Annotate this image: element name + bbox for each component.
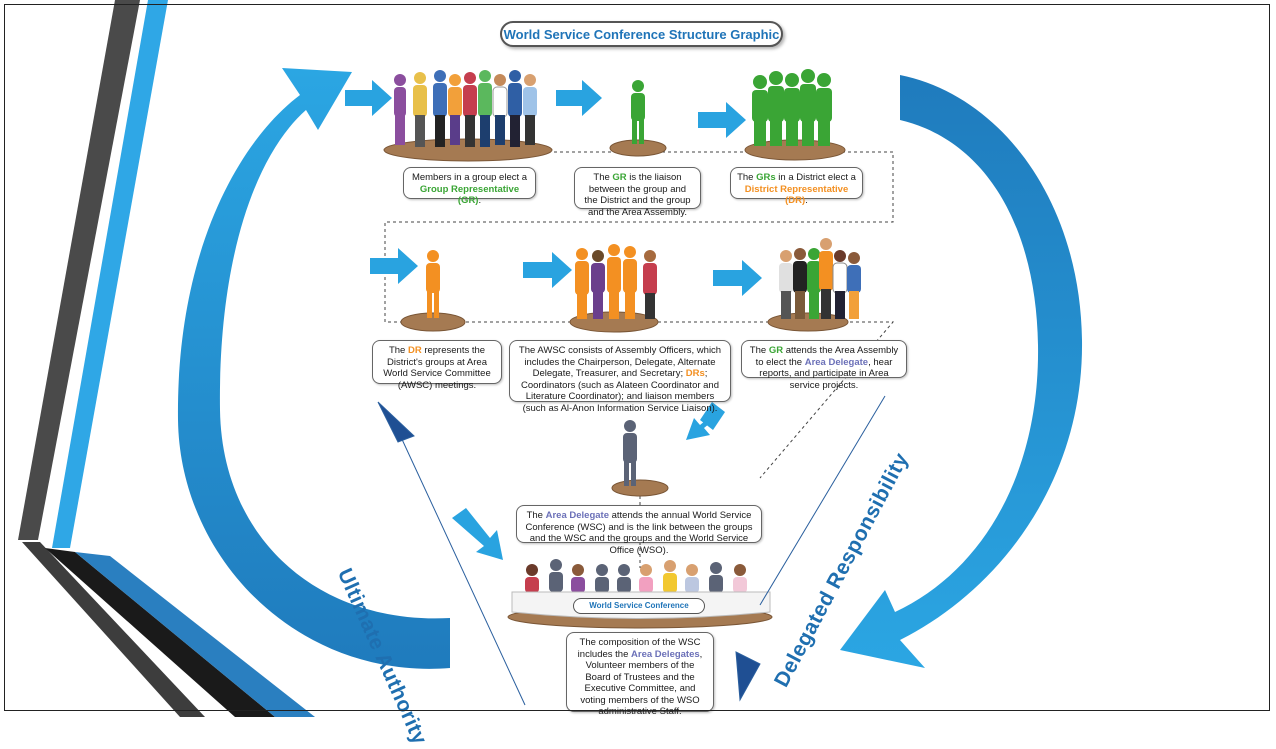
caption-composition-highlight: Area Delegates <box>631 648 700 660</box>
wsc-figures <box>525 559 747 593</box>
caption-dr-text-2: represents the District's groups at Area… <box>383 345 491 391</box>
slide: World Service Conference Structure Graph… <box>4 0 1270 749</box>
grs-figures <box>752 69 832 146</box>
caption-awsc: The AWSC consists of Assembly Officers, … <box>509 340 731 414</box>
caption-awsc-text-2: ; Coordinators (such as Alateen Coordina… <box>520 368 720 414</box>
dark-stripe-top <box>18 0 140 540</box>
caption-gr-liaison-text-1: The <box>593 172 613 183</box>
caption-gr-attends-highlight-2: Area Delegate <box>804 356 869 368</box>
caption-dr-text-1: The <box>388 345 408 356</box>
dashed-connectors <box>384 151 895 568</box>
caption-members: Members in a group elect a Group Represe… <box>403 167 536 206</box>
caption-members-text-1: Members in a group elect a <box>411 172 528 183</box>
caption-grs-district-text-1: The <box>737 172 757 183</box>
caption-grs-district-highlight-2: District Representative (DR) <box>744 183 849 207</box>
dr-figure <box>426 250 440 318</box>
caption-gr-attends: The GR attends the Area Assembly to elec… <box>741 340 907 391</box>
caption-composition: The composition of the WSC includes the … <box>566 632 714 717</box>
caption-composition-text-1: The composition of the WSC includes the <box>577 637 701 660</box>
caption-grs-district: The GRs in a District elect a District R… <box>730 167 863 206</box>
awsc-figures <box>575 244 657 319</box>
area-delegate-figure <box>623 420 637 486</box>
structure-diagram <box>177 68 1083 706</box>
caption-composition-text-2: , Volunteer members of the Board of Trus… <box>580 648 703 718</box>
blue-stripe-bottom <box>75 552 315 717</box>
caption-gr-attends-text-3: , hear reports, and participate in Area … <box>759 356 893 391</box>
caption-area-delegate-text-1: The <box>526 510 546 521</box>
dark-stripe-bottom <box>22 542 205 717</box>
caption-area-delegate: The Area Delegate attends the annual Wor… <box>516 505 762 556</box>
black-stripe-bottom <box>45 548 275 717</box>
caption-area-delegate-text-2: attends the annual World Service Confere… <box>525 510 753 556</box>
caption-dr-highlight: DR <box>407 345 422 356</box>
caption-grs-district-text-3: . <box>805 195 808 206</box>
caption-area-delegate-highlight: Area Delegate <box>545 510 609 521</box>
caption-gr-attends-text-1: The <box>749 345 769 356</box>
side-thin-arrows <box>377 395 886 706</box>
blue-stripe-top <box>52 0 168 548</box>
small-arrows <box>345 80 762 560</box>
slide-decoration <box>18 0 315 717</box>
gr-figure <box>631 80 645 144</box>
caption-members-text-2: . <box>478 195 482 206</box>
caption-dr-represents: The DR represents the District's groups … <box>372 340 502 391</box>
caption-gr-attends-highlight-1: GR <box>768 345 784 356</box>
caption-gr-attends-text-2: attends the Area Assembly to elect the <box>755 345 899 368</box>
caption-gr-liaison-highlight: GR <box>612 172 627 183</box>
big-arrow-right <box>840 75 1083 668</box>
wsc-label: World Service Conference <box>573 598 705 614</box>
caption-gr-liaison-text-2: is the liaison between the group and the… <box>584 172 691 218</box>
caption-gr-liaison: The GR is the liaison between the group … <box>574 167 701 218</box>
caption-awsc-text-1: The AWSC consists of Assembly Officers, … <box>518 345 722 379</box>
caption-grs-district-text-2: in a District elect a <box>775 172 856 183</box>
caption-grs-district-highlight-1: GRs <box>756 172 776 183</box>
area-assembly-figures <box>779 238 861 319</box>
big-arrow-left <box>177 68 451 669</box>
caption-awsc-highlight: DRs <box>685 368 705 379</box>
caption-members-highlight: Group Representative (GR) <box>419 183 520 207</box>
group-members-figures <box>394 70 537 147</box>
diagram-title: World Service Conference Structure Graph… <box>500 21 783 47</box>
